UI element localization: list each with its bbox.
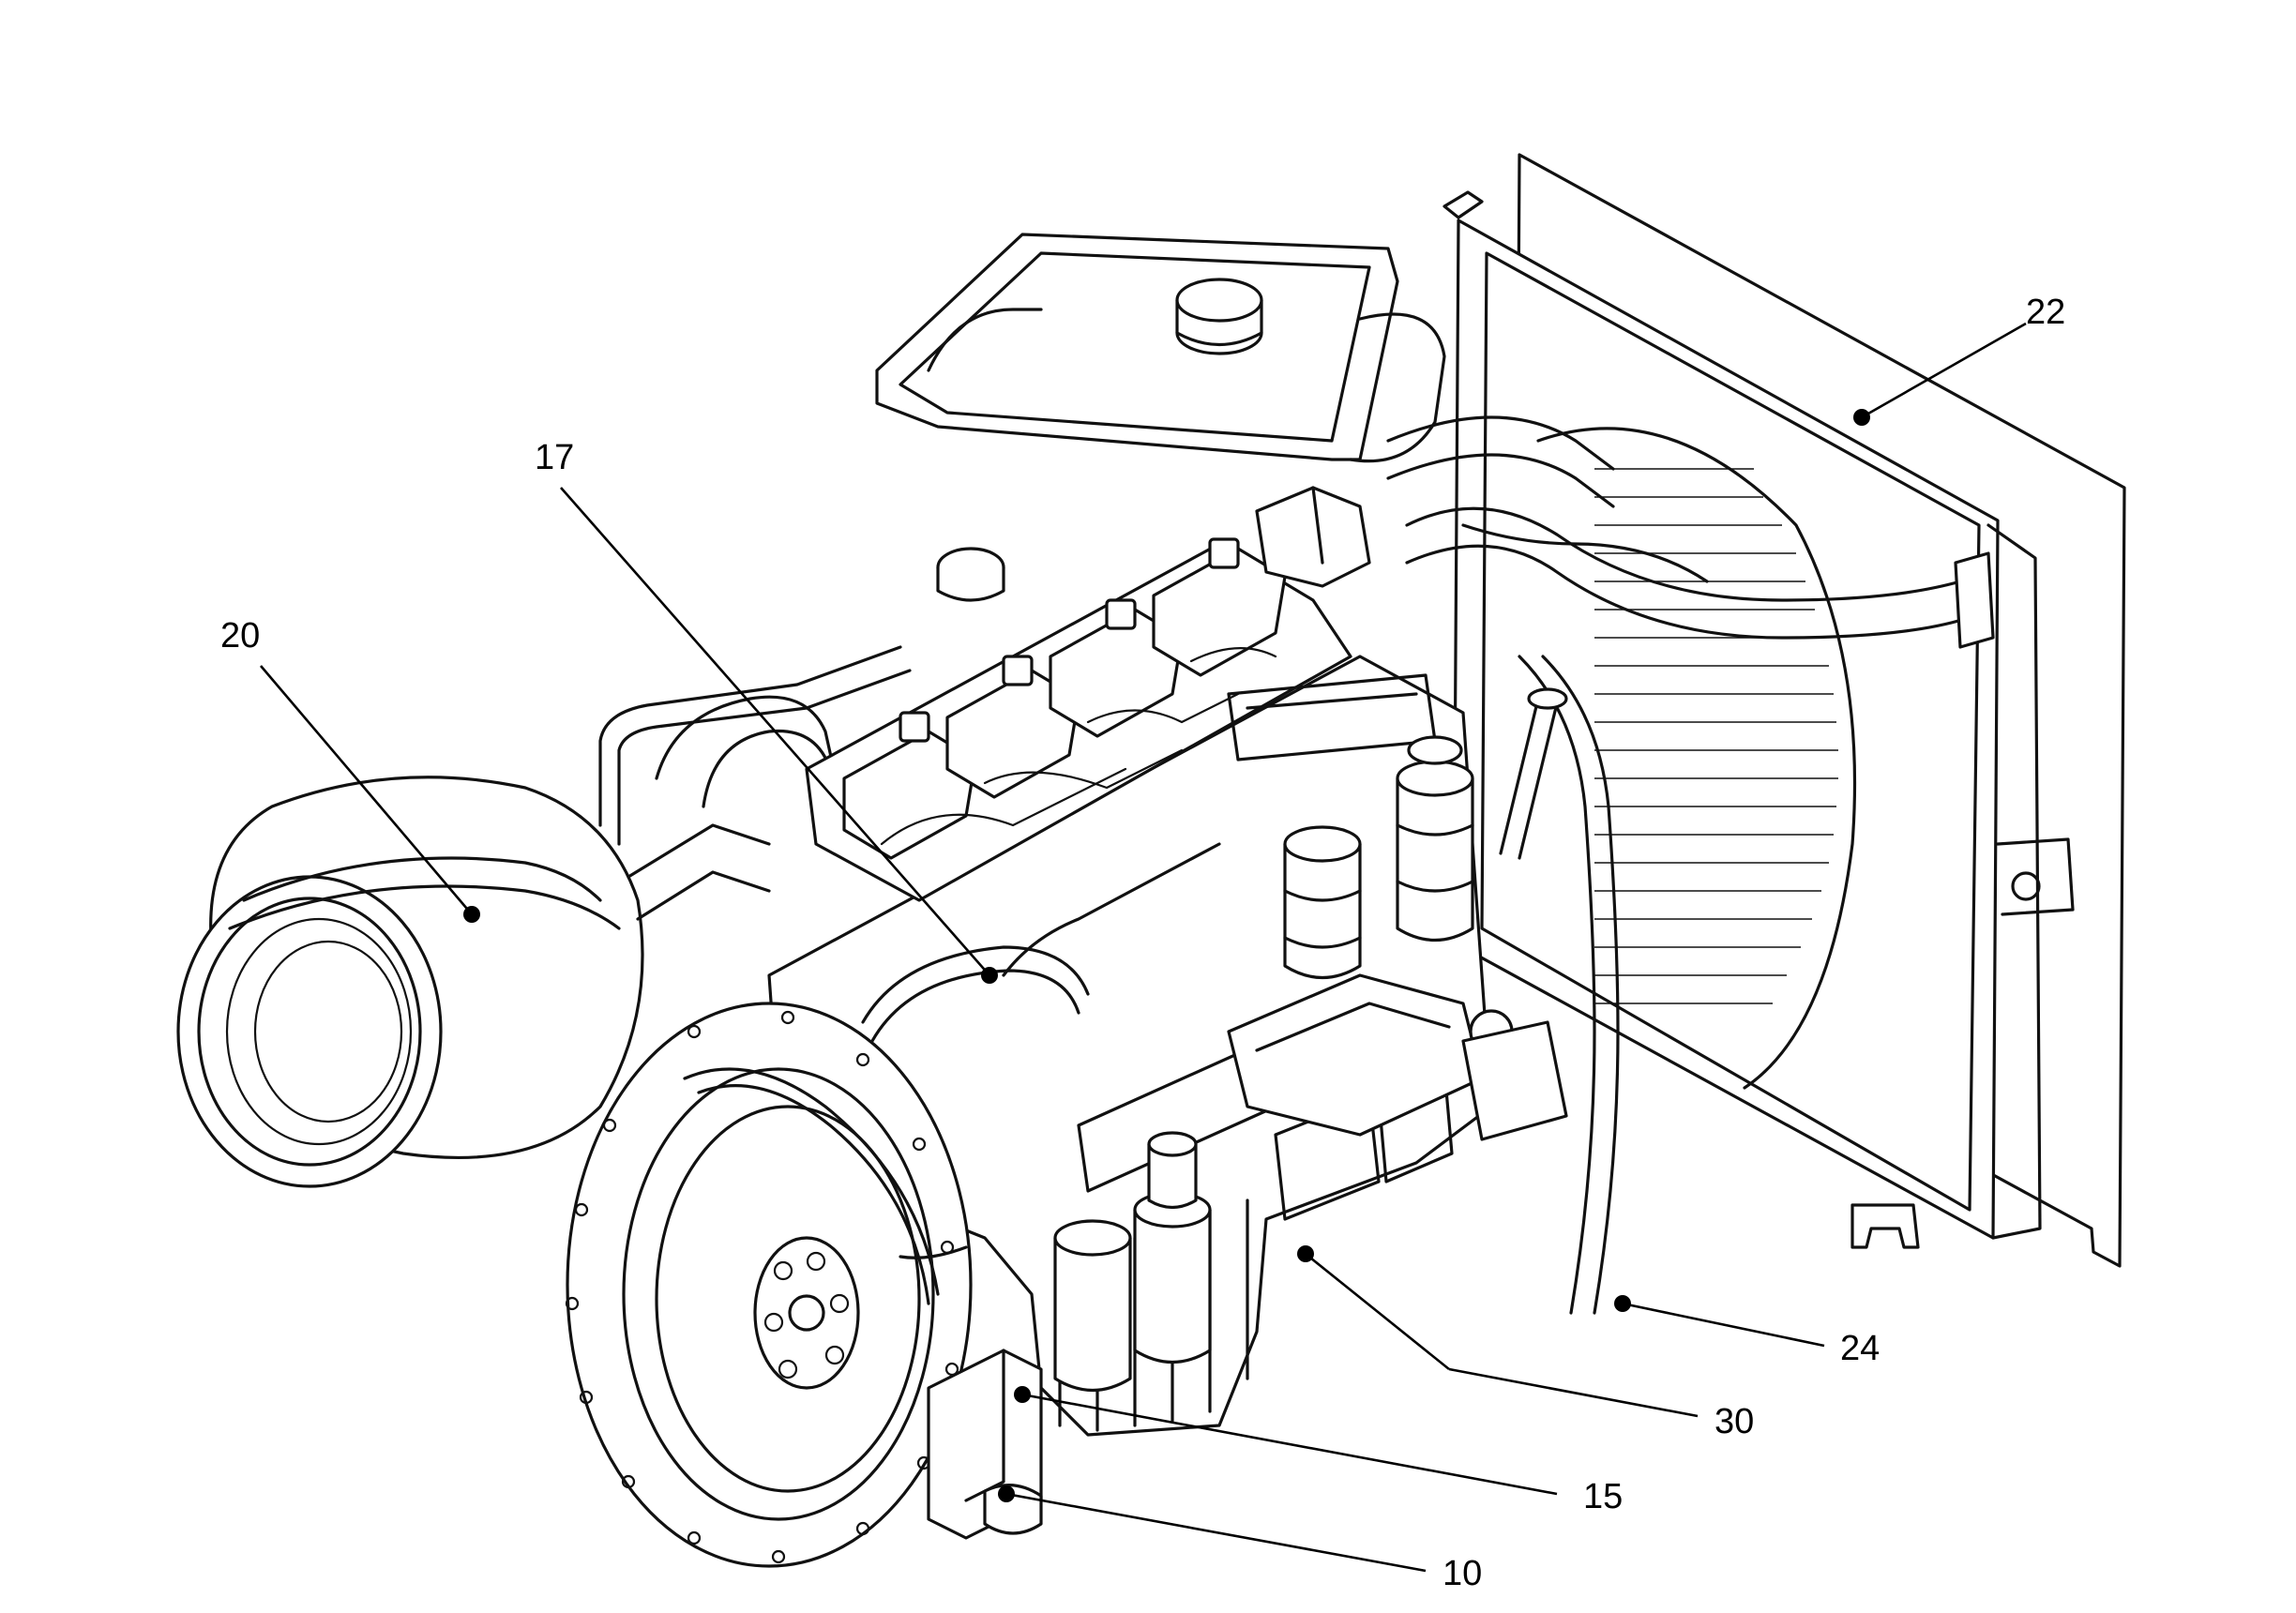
- oil-filters: [1053, 1131, 1212, 1393]
- leader-24: [1622, 1302, 1825, 1348]
- leader-20: [260, 665, 473, 915]
- leader-15: [1021, 1393, 1558, 1496]
- leader-22: [1861, 322, 2027, 419]
- fuel-filters: [1283, 735, 1474, 980]
- callout-17: 17: [535, 438, 574, 477]
- callout-labels: 22 17 20 24 30 15 10: [220, 293, 2065, 1593]
- callout-30: 30: [1714, 1402, 1754, 1441]
- dipstick: [1499, 687, 1568, 860]
- callout-24: 24: [1840, 1329, 1880, 1368]
- expansion-tank: [875, 233, 1446, 463]
- leader-22-dot: [1853, 409, 1870, 426]
- callout-leaders: [260, 322, 2027, 1573]
- intake-pipe: [598, 645, 912, 846]
- hoses: [1386, 415, 1995, 649]
- leader-10-dot: [998, 1485, 1015, 1502]
- leader-30: [1448, 1367, 1699, 1418]
- leader-20-dot: [463, 906, 480, 923]
- engine-mount: [927, 1349, 1043, 1540]
- leader-30-dot: [1297, 1245, 1314, 1262]
- air-cleaner: [176, 776, 771, 1188]
- flywheel: [565, 1002, 973, 1568]
- callout-20: 20: [220, 616, 260, 656]
- wiring-harness: [683, 655, 1620, 1315]
- callout-22: 22: [2026, 293, 2065, 332]
- callout-15: 15: [1583, 1477, 1623, 1516]
- radiator-assembly: [1443, 153, 2126, 1268]
- leader-17-dot: [981, 967, 998, 984]
- leader-17: [560, 487, 990, 976]
- leader-24-dot: [1614, 1295, 1631, 1312]
- leader-10: [1005, 1492, 1427, 1573]
- leader-15-dot: [1014, 1386, 1031, 1403]
- callout-10: 10: [1443, 1554, 1482, 1593]
- injection-pump: [1227, 973, 1568, 1141]
